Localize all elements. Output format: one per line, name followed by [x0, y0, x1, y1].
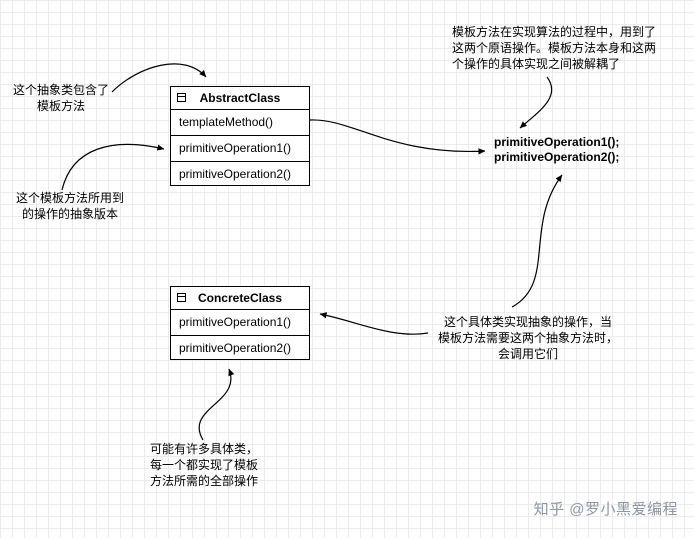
concrete-class-title: ConcreteClass — [197, 291, 283, 305]
abstract-class-method: primitiveOperation1() — [171, 135, 309, 161]
abstract-class-method: templateMethod() — [171, 109, 309, 135]
note-abstract-ops: 这个模板方法所用到 的操作的抽象版本 — [15, 191, 124, 221]
note-concrete-class: 这个具体类实现抽象的操作，当 模板方法需要这两个抽象方法时， 会调用它们 — [437, 315, 618, 361]
concrete-class-header: ConcreteClass — [171, 287, 309, 309]
concrete-class-box: ConcreteClass primitiveOperation1() prim… — [170, 286, 310, 360]
abstract-class-box: AbstractClass templateMethod() primitive… — [170, 86, 310, 186]
arrow-concrete-note-to-class — [319, 312, 429, 335]
arrow-concrete-note-to-code — [511, 174, 563, 308]
arrow-decouple-note-to-code — [519, 76, 553, 129]
note-decoupled: 模板方法在实现算法的过程中，用到了 这两个原语操作。模板方法本身和这两 个操作的… — [452, 25, 657, 71]
zhihu-watermark: 知乎 @罗小黑爱编程 — [533, 501, 678, 518]
class-icon — [177, 293, 186, 302]
note-many-concrete: 可能有许多具体类， 每一个都实现了模板 方法所需的全部操作 — [149, 442, 258, 488]
arrow-many-note-to-class — [198, 368, 235, 441]
concrete-class-method: primitiveOperation2() — [171, 335, 309, 361]
arrow-class-to-code — [309, 119, 486, 155]
abstract-class-title: AbstractClass — [199, 91, 281, 105]
code-snippet: primitiveOperation1(); primitiveOperatio… — [494, 135, 620, 164]
concrete-class-method: primitiveOperation1() — [171, 309, 309, 335]
abstract-class-header: AbstractClass — [171, 87, 309, 109]
abstract-class-method: primitiveOperation2() — [171, 161, 309, 187]
class-icon — [177, 93, 186, 102]
note-abstract-class: 这个抽象类包含了 模板方法 — [12, 83, 109, 113]
arrow-ops-note-to-class — [61, 143, 165, 191]
